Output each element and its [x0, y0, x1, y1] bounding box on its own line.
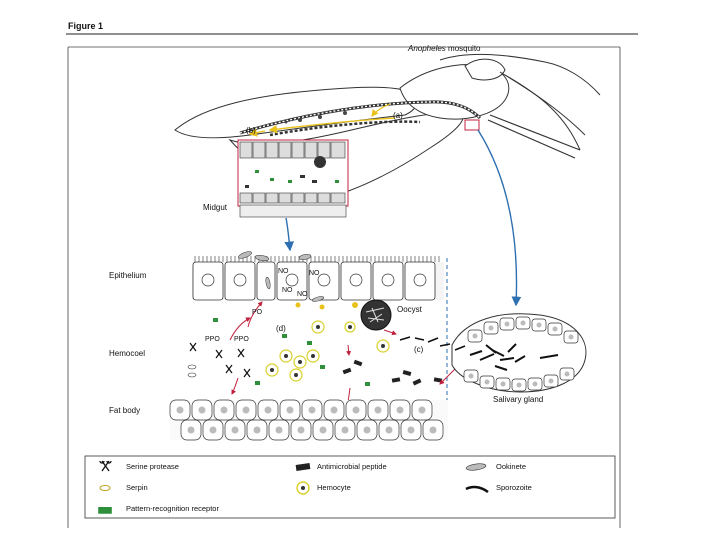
serine-protease-glyphs	[189, 342, 251, 378]
invading-ookinetes	[238, 251, 325, 302]
hemocyte-nuclei	[270, 325, 385, 377]
legend-serine-protease-icon	[99, 460, 112, 472]
salivary-gland	[399, 313, 587, 393]
epithelium-nuclei	[201, 273, 427, 287]
label-d: (d)	[276, 324, 286, 333]
mosquito-genus-label: Anopheles	[408, 44, 446, 53]
figure-title: Figure 1	[68, 21, 104, 31]
legend-sporozoite-icon	[465, 485, 489, 494]
salivary-gland-label: Salivary gland	[493, 395, 544, 404]
label-a: (a)	[393, 111, 403, 120]
label-b: (b)	[246, 126, 256, 135]
sporozoites-in-hemocoel	[399, 336, 466, 351]
midgut-inset-fat-body	[239, 192, 346, 204]
oocyst-label: Oocyst	[397, 305, 422, 314]
gut-tract-inner	[239, 101, 481, 134]
blue-arrow-midgut-to-epithelium	[284, 217, 295, 252]
midgut-inset	[237, 139, 349, 218]
salivary-gland-sporozoites	[469, 343, 559, 371]
midgut-inset-particles	[245, 156, 339, 188]
legend-sporozoite: Sporozoite	[496, 483, 532, 492]
legend-amp: Antimicrobial peptide	[317, 462, 387, 471]
legend-box	[84, 455, 616, 519]
antimicrobial-peptides	[342, 359, 443, 386]
legend-serine-protease: Serine protease	[126, 462, 179, 471]
midgut-label: Midgut	[203, 203, 228, 212]
pattern-recognition-receptors	[213, 318, 370, 386]
yellow-arrow-to-b	[248, 128, 266, 137]
mosquito-leg-3	[504, 74, 581, 151]
legend-ookinete-icon	[465, 463, 487, 471]
serpins	[187, 364, 197, 378]
yellow-arrow-start	[371, 103, 391, 117]
legend-hemocyte: Hemocyte	[317, 483, 351, 492]
mosquito-leg-1	[439, 53, 601, 96]
no-label-4: NO	[297, 291, 308, 298]
mosquito-word-label: mosquito	[448, 44, 481, 53]
legend-serpin-icon	[99, 485, 111, 491]
po-label: PO	[252, 309, 263, 316]
red-arrows	[229, 301, 461, 409]
epithelium-layer	[192, 251, 444, 302]
mosquito-head	[464, 58, 506, 81]
midgut-lower-cells	[239, 204, 347, 218]
blue-arrow-to-salivary-gland	[477, 129, 522, 307]
label-c: (c)	[414, 345, 424, 354]
legend-prr-icon	[98, 507, 112, 514]
salivary-gland-nuclei	[468, 320, 574, 388]
fat-body-nuclei	[176, 406, 437, 434]
ppo-label-1: PPO	[205, 336, 220, 343]
hemocoel-label: Hemocoel	[109, 349, 146, 358]
legend-serpin: Serpin	[126, 483, 148, 492]
yellow-arrow-midgut	[268, 117, 396, 134]
legend-prr: Pattern-recognition receptor	[126, 504, 219, 513]
fat-body-label: Fat body	[109, 406, 141, 415]
mosquito-proboscis-2	[487, 119, 576, 159]
legend-symbols	[98, 460, 489, 514]
epithelium-label: Epithelium	[109, 271, 147, 280]
midgut-inset-epithelium-cells	[239, 141, 346, 159]
mosquito-proboscis-1	[489, 114, 581, 151]
microvilli	[194, 256, 440, 262]
stage-glyphs	[284, 111, 347, 124]
fat-body-layer	[169, 399, 448, 441]
mosquito-leg-2	[499, 71, 586, 136]
legend-ookinete: Ookinete	[496, 462, 527, 471]
gut-tract-lower	[269, 120, 421, 137]
no-label-2: NO	[309, 270, 320, 277]
mosquito-label: Anopheles mosquito	[408, 44, 481, 53]
epithelium-cells	[192, 261, 436, 301]
ppo-label-2: PPO	[234, 336, 249, 343]
no-label-3: NO	[282, 287, 293, 294]
salivary-gland-highlight	[464, 119, 480, 131]
legend-amp-icon	[295, 463, 311, 471]
no-label-1: NO	[278, 268, 289, 275]
oocyst	[352, 299, 392, 331]
